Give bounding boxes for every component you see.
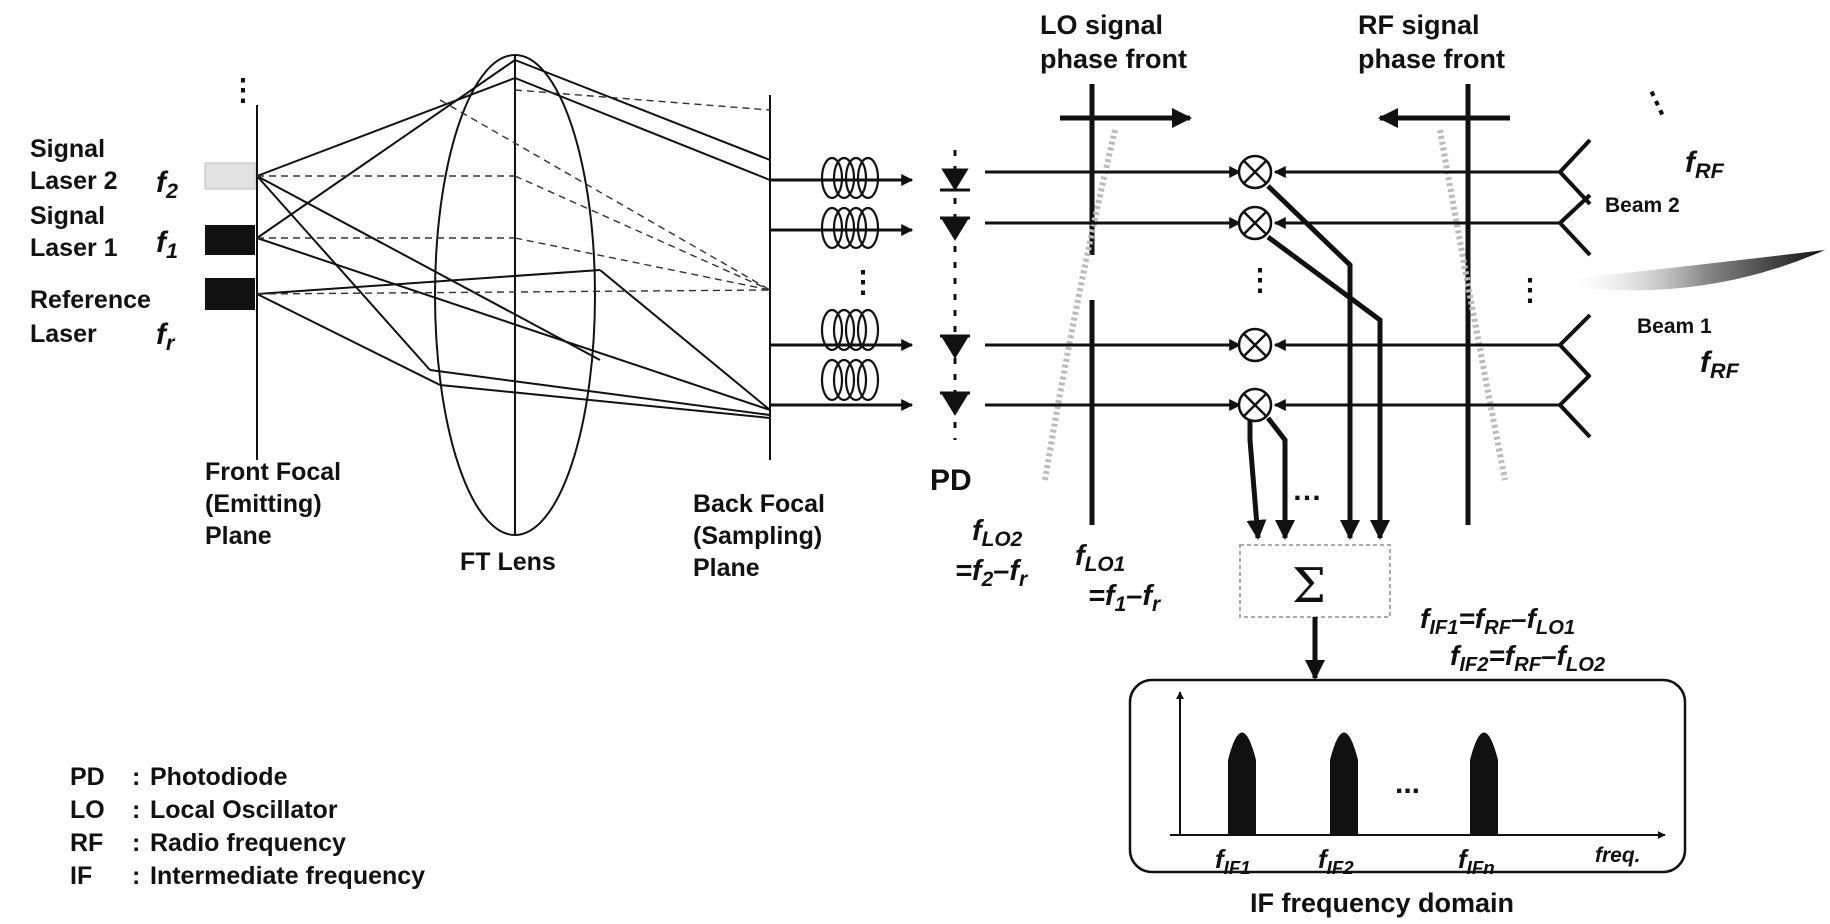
fiber-coils — [820, 156, 880, 402]
mixers: ⋮ … Σ — [1237, 154, 1391, 680]
legend-row: IF:Intermediate frequency — [70, 862, 425, 890]
signal-laser-2-emitter — [204, 162, 256, 190]
antenna-elements — [1557, 138, 1592, 439]
f-rf-lower: fRF — [1700, 346, 1740, 383]
photodiodes — [940, 150, 970, 440]
dots-top: ⋮ — [228, 74, 258, 107]
lo-wavefront-curve — [1042, 129, 1118, 481]
if-peak-2 — [1330, 732, 1358, 835]
if-routing — [1246, 184, 1390, 540]
laser-sources: ⋮ Signal Laser 2 f2 Signal Laser 1 f1 Re… — [30, 74, 258, 355]
f-lo1-label: fLO1 — [1075, 540, 1125, 576]
beam-2-label: Beam 2 — [1605, 194, 1680, 217]
rf-front-label: RF signal phase front — [1358, 10, 1505, 74]
front-focal-label: Front Focal (Emitting) Plane — [205, 458, 348, 550]
f-lo2-equation: =f2–fr — [955, 555, 1029, 591]
spectrum-ellipsis: ... — [1395, 767, 1420, 800]
legend-row: PD:Photodiode — [70, 763, 288, 791]
reference-laser-emitter — [205, 278, 255, 310]
pd-label: PD — [930, 464, 972, 497]
signal-laser-1-emitter — [205, 225, 255, 255]
lo-phase-front: LO signal phase front fLO2 =f2–fr fLO1 =… — [955, 10, 1242, 616]
summer-symbol: Σ — [1292, 558, 1326, 614]
rf-beams: ⋮ fRF Beam 2 Beam 1 fRF — [1560, 82, 1825, 383]
ray-bundle — [256, 59, 771, 419]
dots-antennas: ⋮ — [1515, 274, 1545, 307]
ft-optics: Front Focal (Emitting) Plane FT Lens Bac… — [205, 54, 832, 582]
dots-mixers: ⋮ — [1245, 264, 1275, 297]
f-if2-equation: fIF2=fRF–fLO2 — [1450, 640, 1605, 676]
freq-axis-label: freq. — [1595, 844, 1641, 867]
fiber-channels: ⋮ PD — [770, 150, 972, 497]
ft-lens-label: FT Lens — [460, 548, 556, 576]
dashed-rays — [256, 89, 771, 295]
dots-beams: ⋮ — [1636, 82, 1677, 125]
if-peak-1 — [1228, 732, 1256, 835]
fiber-arrows — [770, 174, 914, 411]
if-equations: fIF1=fRF–fLO1 fIF2=fRF–fLO2 — [1420, 603, 1605, 676]
rf-wavefront-curve — [1437, 129, 1508, 481]
f-if1-tick: fIF1 — [1215, 844, 1251, 878]
mixer — [1237, 154, 1273, 423]
f-rf-upper: fRF — [1685, 146, 1725, 183]
f-lo2-label: fLO2 — [972, 515, 1023, 551]
signal-laser-2-freq: f2 — [156, 166, 178, 203]
legend-row: RF:Radio frequency — [70, 829, 346, 857]
f-if1-equation: fIF1=fRF–fLO1 — [1420, 603, 1575, 639]
dots-fibers: ⋮ — [848, 266, 878, 299]
beam-1-label: Beam 1 — [1637, 315, 1712, 338]
signal-laser-2-label: Signal Laser 2 — [30, 135, 118, 195]
signal-laser-1-freq: f1 — [156, 226, 178, 263]
back-focal-label: Back Focal (Sampling) Plane — [693, 490, 832, 582]
f-if2-tick: fIF2 — [1318, 844, 1354, 878]
if-spectrum: ... fIF1 fIF2 fIFn freq. IF frequency do… — [1128, 678, 1687, 918]
rf-phase-front: RF signal phase front ⋮ — [1273, 10, 1592, 525]
rf-lines — [1273, 166, 1560, 411]
spectrum-caption: IF frequency domain — [1250, 888, 1514, 918]
signal-laser-1-label: Signal Laser 1 — [30, 202, 118, 262]
if-peak-n — [1470, 732, 1498, 835]
legend: PD:Photodiode LO:Local Oscillator RF:Rad… — [70, 763, 425, 890]
lo-front-label: LO signal phase front — [1040, 10, 1187, 74]
f-ifn-tick: fIFn — [1458, 844, 1495, 878]
reference-laser-label: Reference Laser — [30, 286, 158, 348]
f-lo1-equation: =f1–fr — [1088, 580, 1162, 616]
legend-row: LO:Local Oscillator — [70, 796, 338, 824]
dots-if-lines: … — [1292, 474, 1322, 507]
beam-2-shape — [1560, 250, 1825, 291]
spectrum-frame — [1128, 678, 1687, 874]
lo-lines — [985, 166, 1242, 411]
reference-laser-freq: fr — [156, 318, 176, 355]
